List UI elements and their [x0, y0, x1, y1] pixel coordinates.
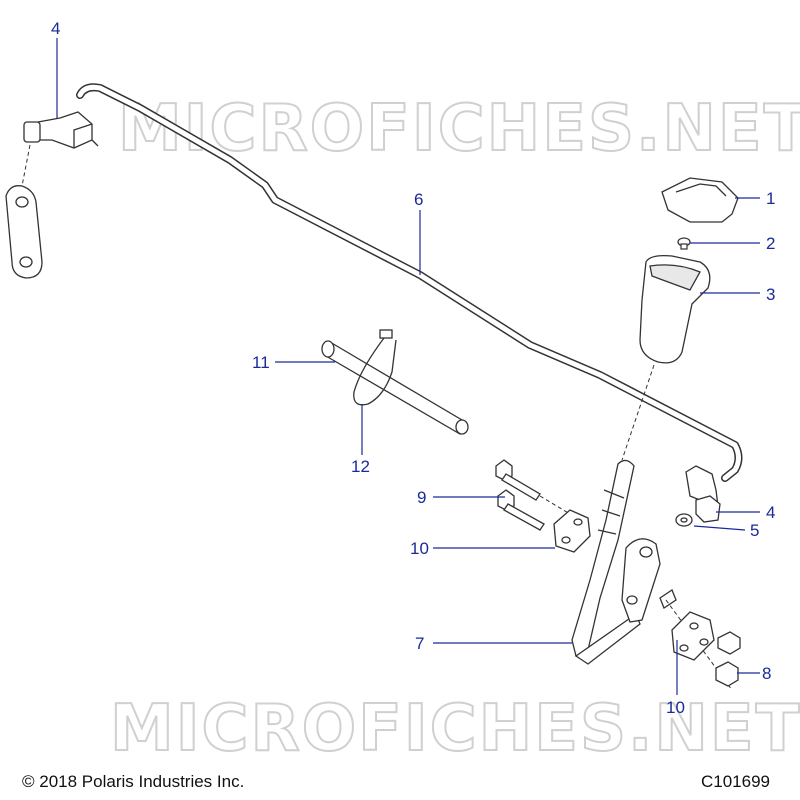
bushing-lower	[671, 611, 715, 661]
catalog-code: C101699	[700, 772, 770, 791]
shift-knob-cap	[661, 177, 739, 223]
callout-5: 5	[750, 521, 759, 540]
callout-12: 12	[351, 457, 370, 476]
callout-9: 9	[417, 488, 426, 507]
callout-1: 1	[766, 189, 775, 208]
rod-tube	[321, 340, 469, 435]
washer	[675, 513, 693, 527]
callout-10-upper: 10	[410, 539, 429, 558]
watermark-bottom: MICROFICHES.NET	[110, 692, 800, 766]
shift-boot	[639, 254, 711, 364]
nuts	[715, 631, 741, 687]
callout-7: 7	[415, 634, 424, 653]
shift-lever	[571, 459, 677, 665]
shift-rod	[76, 83, 743, 482]
screw	[677, 237, 691, 250]
callout-4-right: 4	[766, 503, 775, 522]
cable-tie	[353, 329, 397, 406]
watermark-top: MICROFICHES.NET	[118, 92, 800, 166]
callout-2: 2	[766, 234, 775, 253]
leader-lines	[56, 38, 760, 695]
bracket-plate	[5, 185, 43, 279]
callout-8: 8	[762, 664, 771, 683]
callout-11: 11	[252, 353, 270, 372]
callout-10-lower: 10	[666, 698, 685, 717]
callout-4-top: 4	[51, 19, 60, 38]
callout-6: 6	[414, 190, 423, 209]
copyright-text: © 2018 Polaris Industries Inc.	[22, 772, 245, 791]
bolts	[495, 459, 545, 531]
rod-clip-left	[23, 111, 99, 149]
callout-3: 3	[766, 285, 775, 304]
bushing-upper	[553, 509, 591, 553]
rod-clip-right	[685, 465, 721, 523]
